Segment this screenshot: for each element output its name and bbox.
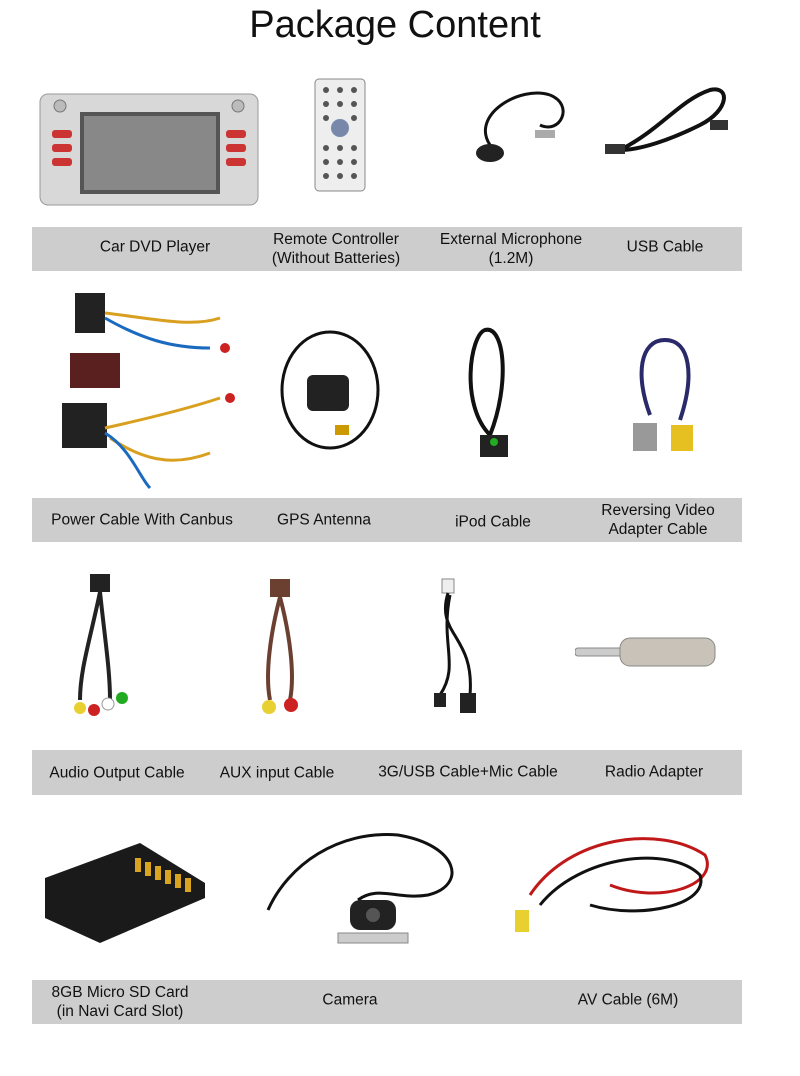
item-label-car-dvd-player: Car DVD Player (99, 238, 211, 256)
usb-mic-cable-icon (434, 578, 476, 713)
item-label-usb-mic-cable: 3G/USB Cable+Mic Cable (378, 763, 558, 781)
ipod-cable-icon (468, 327, 508, 457)
item-label-aux-input-cable: AUX input Cable (219, 764, 335, 782)
item-label-audio-output-cable: Audio Output Cable (49, 764, 185, 782)
microphone-icon (476, 91, 565, 162)
item-label-usb-cable: USB Cable (626, 238, 704, 256)
aux-cable-icon (262, 579, 298, 714)
camera-icon (266, 833, 454, 944)
sd-card-icon (45, 843, 205, 943)
item-label-ipod-cable: iPod Cable (455, 513, 531, 531)
item-label-gps-antenna: GPS Antenna (277, 511, 371, 529)
item-label-camera: Camera (322, 991, 378, 1009)
car-dvd-player-icon (39, 93, 259, 206)
label-bar-row-4 (32, 980, 742, 1024)
usb-cable-icon (605, 87, 728, 154)
item-label-reversing-cable: Reversing Video Adapter Cable (601, 502, 715, 538)
reversing-cable-icon (633, 337, 693, 451)
label-bar-row-3 (32, 750, 742, 795)
power-cable-icon (62, 293, 235, 490)
item-label-external-microphone: External Microphone (1.2M) (439, 231, 583, 267)
gps-antenna-icon (280, 330, 380, 450)
item-label-remote-controller: Remote Controller (Without Batteries) (271, 231, 401, 267)
page-title: Package Content (249, 4, 541, 46)
item-label-radio-adapter: Radio Adapter (604, 763, 704, 781)
item-label-power-cable: Power Cable With Canbus (51, 511, 233, 529)
label-bar-row-1 (32, 227, 742, 271)
av-cable-icon (515, 837, 709, 932)
audio-cable-icon (74, 574, 128, 716)
item-label-sd-card: 8GB Micro SD Card (in Navi Card Slot) (51, 984, 189, 1020)
remote-controller-icon (314, 78, 366, 192)
label-bar-row-2 (32, 498, 742, 542)
item-label-av-cable: AV Cable (6M) (577, 991, 679, 1009)
radio-adapter-icon (575, 637, 716, 667)
